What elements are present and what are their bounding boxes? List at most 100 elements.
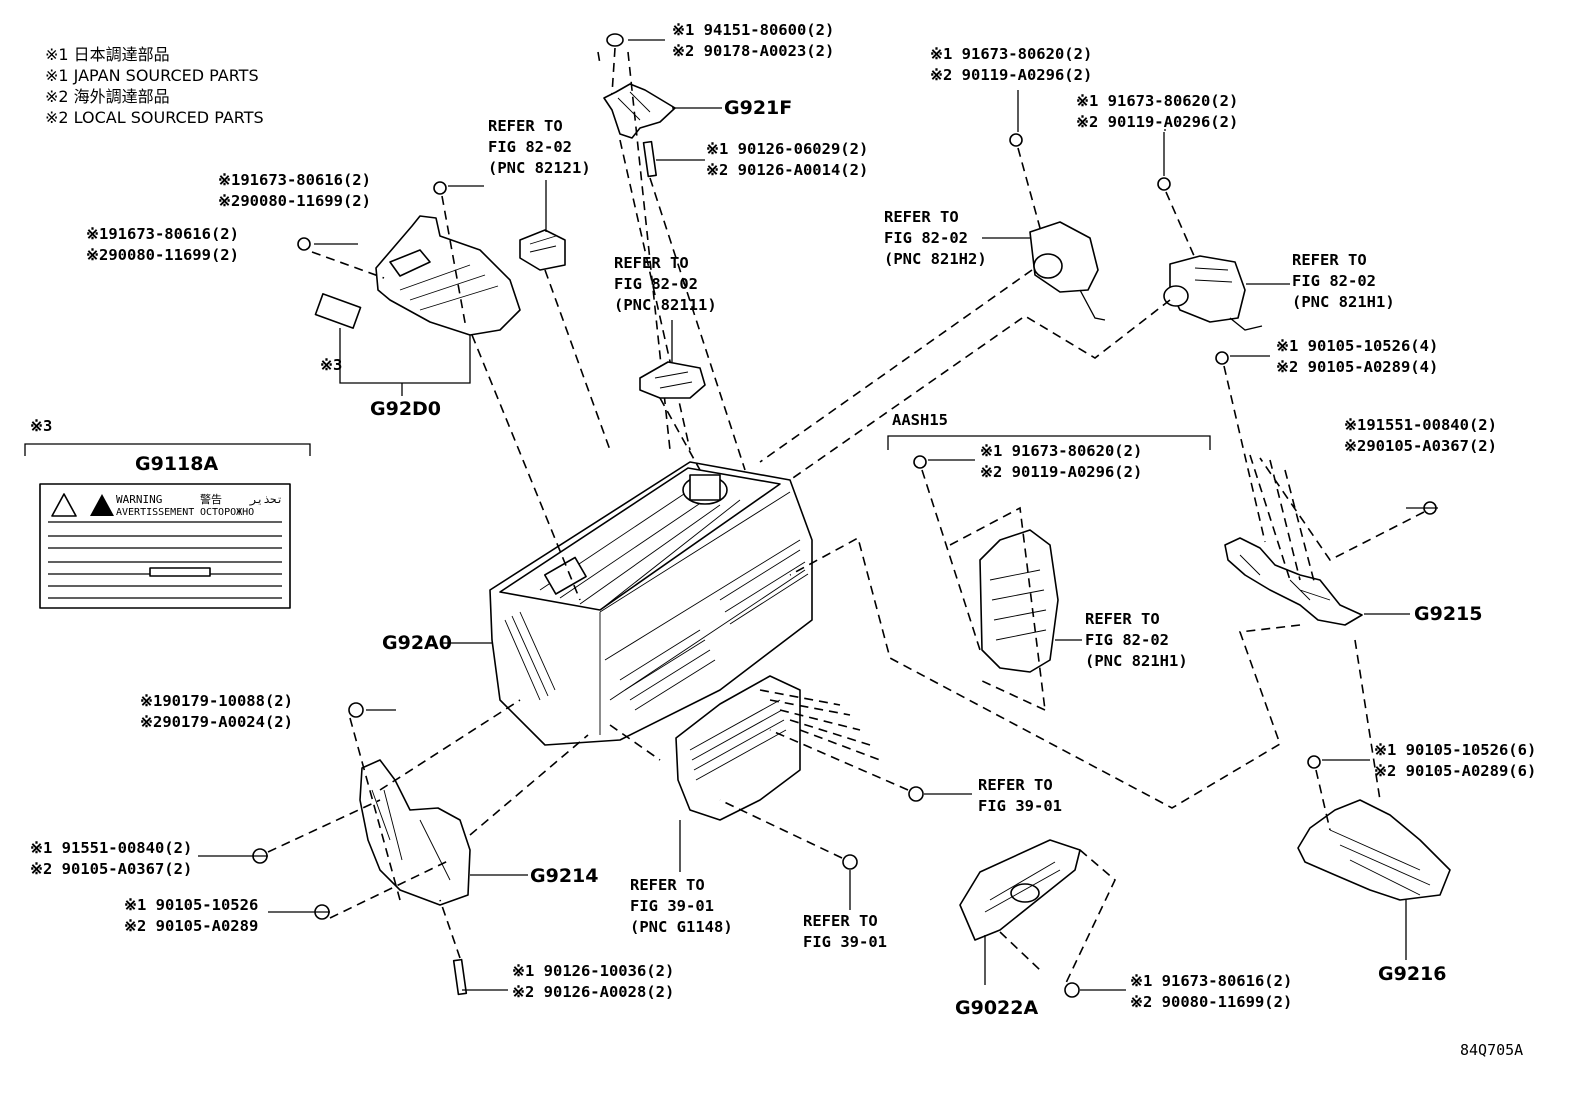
- connector-82121[interactable]: [519, 229, 566, 271]
- part-label-g921f: G921F: [724, 97, 792, 119]
- part-code: ※2 90178-A0023(2): [672, 42, 834, 60]
- part-label-g9214: G9214: [530, 865, 598, 887]
- reference-r2[interactable]: REFER TO FIG 82-02 (PNC 82111): [614, 254, 717, 314]
- part-code: ※2 90080-11699(2): [1130, 993, 1292, 1011]
- bolt-icon: [433, 181, 447, 195]
- code-c8[interactable]: ※1 91673-80620(2) ※2 90119-A0296(2): [980, 442, 1142, 481]
- sensor-821h1[interactable]: [1157, 177, 1263, 331]
- label-ru-text: ОСТОРОЖНО: [200, 507, 254, 518]
- bolt-icon: [913, 455, 927, 469]
- reference-r4[interactable]: REFER TO FIG 82-02 (PNC 821H1): [1292, 251, 1395, 311]
- part-code: ※1 90105-10526(4): [1276, 337, 1438, 355]
- code-c7[interactable]: ※1 90105-10526(4) ※2 90105-A0289(4): [1276, 337, 1438, 376]
- legend-line-3: ※2 海外調達部品: [45, 87, 170, 106]
- code-c11[interactable]: ※1 91551-00840(2) ※2 90105-A0367(2): [30, 839, 192, 878]
- ref-text: FIG 82-02: [1085, 631, 1169, 649]
- bracket-g9214[interactable]: [252, 702, 471, 996]
- cover-g9022a[interactable]: [959, 839, 1081, 998]
- part-code: ※2 90126-A0014(2): [706, 161, 868, 179]
- bolt-icon: [908, 786, 924, 802]
- sensor-821h2[interactable]: [1009, 133, 1106, 321]
- bolt-icon: [297, 237, 311, 251]
- connector-aash15[interactable]: [913, 455, 1059, 673]
- warning-triangle-icon: [90, 494, 114, 516]
- bolt-icon: [1157, 177, 1171, 191]
- part-code: ※1 91673-80620(2): [1076, 92, 1238, 110]
- part-code: ※1 90126-10036(2): [512, 962, 674, 980]
- label-avert-text: AVERTISSEMENT: [116, 507, 194, 518]
- figure-id: 84Q705A: [1460, 1041, 1523, 1059]
- nut-icon: [606, 33, 624, 47]
- code-c4[interactable]: ※191673-80616(2) ※290080-11699(2): [86, 225, 239, 264]
- reference-r8[interactable]: REFER TO FIG 39-01: [803, 912, 887, 951]
- code-c9[interactable]: ※191551-00840(2) ※290105-A0367(2): [1344, 416, 1497, 455]
- cover-g92d0[interactable]: [297, 181, 521, 336]
- part-code: ※1 90126-06029(2): [706, 140, 868, 158]
- part-code: ※1 91673-80620(2): [930, 45, 1092, 63]
- code-c10[interactable]: ※190179-10088(2) ※290179-A0024(2): [140, 692, 293, 731]
- warning-label-block: ※3 G9118A WARNING AVERTISSEMENT 警告 ОСТОР…: [24, 417, 311, 609]
- part-code: ※290080-11699(2): [86, 246, 239, 264]
- part-code: ※2 90126-A0028(2): [512, 983, 674, 1001]
- code-c1[interactable]: ※1 94151-80600(2) ※2 90178-A0023(2): [672, 21, 834, 60]
- stud-bolt-icon: [452, 958, 468, 996]
- code-c14[interactable]: ※1 90105-10526(6) ※2 90105-A0289(6): [1374, 741, 1536, 780]
- bolt-icon: [1215, 351, 1229, 365]
- code-c5[interactable]: ※1 91673-80620(2) ※2 90119-A0296(2): [930, 45, 1092, 84]
- bolt-icon: [842, 854, 858, 870]
- part-code: ※191673-80616(2): [218, 171, 371, 189]
- part-code: ※1 91673-80616(2): [1130, 972, 1292, 990]
- code-c13[interactable]: ※1 90126-10036(2) ※2 90126-A0028(2): [512, 962, 674, 1001]
- ref-text: FIG 82-02: [614, 275, 698, 293]
- code-c3[interactable]: ※191673-80616(2) ※290080-11699(2): [218, 171, 371, 210]
- ref-text: REFER TO: [1292, 251, 1367, 269]
- reference-r1[interactable]: REFER TO FIG 82-02 (PNC 82121): [488, 117, 591, 177]
- ref-text: (PNC G1148): [630, 918, 733, 936]
- part-code: ※290080-11699(2): [218, 192, 371, 210]
- legend-line-4: ※2 LOCAL SOURCED PARTS: [45, 108, 264, 127]
- part-code: ※191673-80616(2): [86, 225, 239, 243]
- ref-text: FIG 82-02: [1292, 272, 1376, 290]
- part-label-g9118a: G9118A: [135, 453, 218, 475]
- part-code: ※2 90119-A0296(2): [930, 66, 1092, 84]
- ref-text: REFER TO: [488, 117, 563, 135]
- nut-icon: [348, 702, 364, 718]
- bracket-g1148[interactable]: [675, 675, 924, 870]
- code-c12[interactable]: ※1 90105-10526 ※2 90105-A0289: [124, 896, 258, 935]
- part-code: ※2 90105-A0289(4): [1276, 358, 1438, 376]
- connector-82111[interactable]: [639, 361, 706, 399]
- reference-r3[interactable]: REFER TO FIG 82-02 (PNC 821H2): [884, 208, 987, 268]
- ref-text: FIG 39-01: [803, 933, 887, 951]
- stud-bolt-icon: [642, 140, 657, 178]
- code-c6[interactable]: ※1 91673-80620(2) ※2 90119-A0296(2): [1076, 92, 1238, 131]
- ref-text: REFER TO: [978, 776, 1053, 794]
- part-code: ※1 91551-00840(2): [30, 839, 192, 857]
- reference-r6[interactable]: REFER TO FIG 39-01: [978, 776, 1062, 815]
- ref-text: (PNC 82121): [488, 159, 591, 177]
- reference-r7[interactable]: REFER TO FIG 39-01 (PNC G1148): [630, 876, 733, 936]
- part-code: ※1 90105-10526(6): [1374, 741, 1536, 759]
- bolt-icon: [1064, 982, 1080, 998]
- bracket-g921f[interactable]: [603, 33, 676, 178]
- reference-r5[interactable]: REFER TO FIG 82-02 (PNC 821H1): [1085, 610, 1188, 670]
- part-label-g9215: G9215: [1414, 603, 1482, 625]
- bracket-g9216[interactable]: [1297, 755, 1451, 901]
- part-code: ※2 90119-A0296(2): [980, 463, 1142, 481]
- label-plate-icon: [314, 293, 362, 329]
- label-jp-text: 警告: [200, 492, 222, 506]
- part-code: ※290105-A0367(2): [1344, 437, 1497, 455]
- ref-text: (PNC 821H1): [1085, 652, 1188, 670]
- ref-text: REFER TO: [884, 208, 959, 226]
- code-c15[interactable]: ※1 91673-80616(2) ※2 90080-11699(2): [1130, 972, 1292, 1011]
- aash15-label: AASH15: [892, 411, 948, 429]
- ref-text: FIG 82-02: [884, 229, 968, 247]
- bracket-g9215[interactable]: [1215, 351, 1437, 626]
- ref-text: FIG 82-02: [488, 138, 572, 156]
- ref-text: REFER TO: [1085, 610, 1160, 628]
- code-c2[interactable]: ※1 90126-06029(2) ※2 90126-A0014(2): [706, 140, 868, 179]
- part-code: ※2 90105-A0289(6): [1374, 762, 1536, 780]
- part-code: ※2 90119-A0296(2): [1076, 113, 1238, 131]
- ref-text: FIG 39-01: [978, 797, 1062, 815]
